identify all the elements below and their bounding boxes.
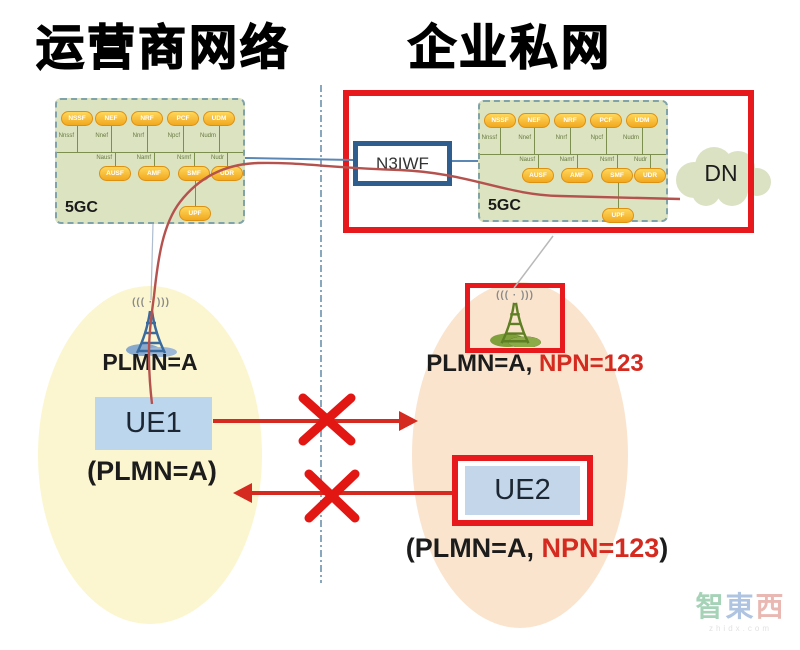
nf-interface-label: Nudr — [210, 155, 224, 161]
nf-tick — [194, 152, 195, 166]
caption-open: (PLMN=A, — [405, 533, 542, 563]
nf-tick — [115, 152, 116, 166]
blocked-x-icon — [304, 469, 360, 523]
enterprise-plmn-npn-label: PLMN=A, NPN=123 — [410, 350, 660, 378]
enterprise-network-outline — [343, 90, 754, 233]
caption-npn: NPN=123 — [541, 533, 660, 563]
nf-pill: NSSF — [61, 111, 93, 126]
enterprise-5gc-tower-link — [513, 235, 554, 289]
nf-interface-label: Nudr — [633, 157, 647, 163]
cell-tower-icon — [490, 302, 541, 347]
ue2-outline: UE2 — [452, 455, 593, 526]
nf-tick — [154, 152, 155, 166]
title-operator-network: 运营商网络 — [35, 21, 292, 76]
nf-tick — [570, 128, 571, 154]
nf-pill: PCF — [590, 113, 622, 128]
ue2-label: UE2 — [494, 474, 551, 506]
dn-cloud: DN — [670, 146, 772, 208]
nf-interface-label: Nsmf — [600, 157, 614, 163]
network-boundary-divider — [320, 85, 322, 583]
nf-interface-label: Nsmf — [177, 155, 191, 161]
nf-tick — [606, 128, 607, 154]
nf-interface-label: Nnrf — [132, 133, 144, 139]
fivegc-label: 5GC — [65, 199, 98, 216]
blocked-x-icon — [298, 393, 356, 446]
nf-interface-label: Nnssf — [481, 135, 497, 141]
nf-tick — [227, 152, 228, 166]
caption-close: ) — [659, 533, 669, 563]
nf-tick — [111, 126, 112, 152]
nf-interface-label: Nausf — [519, 157, 535, 163]
nf-tick — [219, 126, 220, 152]
ue1-caption: (PLMN=A) — [87, 456, 217, 486]
sba-bus-line — [57, 152, 243, 153]
ue2-box: UE2 — [465, 466, 580, 515]
watermark-logo: 智東西 — [695, 591, 786, 622]
npn-part: NPN=123 — [538, 350, 644, 377]
nf-interface-label: Nnef — [95, 133, 108, 139]
nf-tick — [642, 128, 643, 154]
watermark: 智東西 zhidx.com — [688, 591, 793, 634]
operator-plmn-label: PLMN=A — [102, 349, 198, 375]
plmn-part: PLMN=A, — [426, 350, 539, 377]
watermark-domain: zhidx.com — [708, 624, 772, 633]
nf-pill: PCF — [167, 111, 199, 126]
nf-tick — [195, 181, 196, 206]
nf-pill: NRF — [554, 113, 586, 128]
nf-pill: AUSF — [99, 166, 131, 181]
nf-pill: NSSF — [484, 113, 516, 128]
operator-5gc-box: 5GC NSSF Nnssf NEF Nnef NRF Nnrf PCF Npcf UDM Nud… — [55, 98, 245, 224]
nf-tick — [77, 126, 78, 152]
nf-tick — [534, 128, 535, 154]
title-enterprise-private-network: 企业私网 — [407, 21, 613, 76]
nf-pill: NEF — [518, 113, 550, 128]
operator-n3iwf-link — [244, 157, 354, 161]
nf-pill: UDM — [203, 111, 235, 126]
nf-pill: AMF — [138, 166, 170, 181]
nf-pill: UDM — [626, 113, 658, 128]
nf-interface-label: Nnrf — [555, 135, 567, 141]
nf-interface-label: Nnssf — [58, 133, 74, 139]
nf-pill: NEF — [95, 111, 127, 126]
nf-tick — [183, 126, 184, 152]
nf-interface-label: Nudm — [199, 133, 216, 139]
dn-label: DN — [704, 160, 738, 186]
nf-pill: UPF — [179, 206, 211, 221]
nf-tick — [617, 154, 618, 168]
nf-tick — [650, 154, 651, 168]
nf-pill: NRF — [131, 111, 163, 126]
nf-tick — [500, 128, 501, 154]
nf-tick — [577, 154, 578, 168]
ue1-label: UE1 — [125, 407, 182, 439]
nf-pill: UDR — [211, 166, 243, 181]
nf-interface-label: Nudm — [622, 135, 639, 141]
nf-interface-label: Npcf — [590, 135, 603, 141]
nf-interface-label: Namf — [136, 155, 151, 161]
nf-interface-label: Namf — [559, 157, 574, 163]
cloud-icon — [676, 147, 771, 206]
ue2-caption: (PLMN=A, NPN=123) — [392, 533, 682, 564]
enterprise-base-station-outline: ((( · ))) — [465, 283, 565, 353]
sba-bus-line — [480, 154, 666, 155]
ue1-box: UE1 — [95, 397, 212, 450]
nf-tick — [147, 126, 148, 152]
nf-interface-label: Nnef — [518, 135, 531, 141]
nf-interface-label: Npcf — [167, 133, 180, 139]
nf-pill: SMF — [178, 166, 210, 181]
nf-interface-label: Nausf — [96, 155, 112, 161]
nf-tick — [538, 154, 539, 168]
